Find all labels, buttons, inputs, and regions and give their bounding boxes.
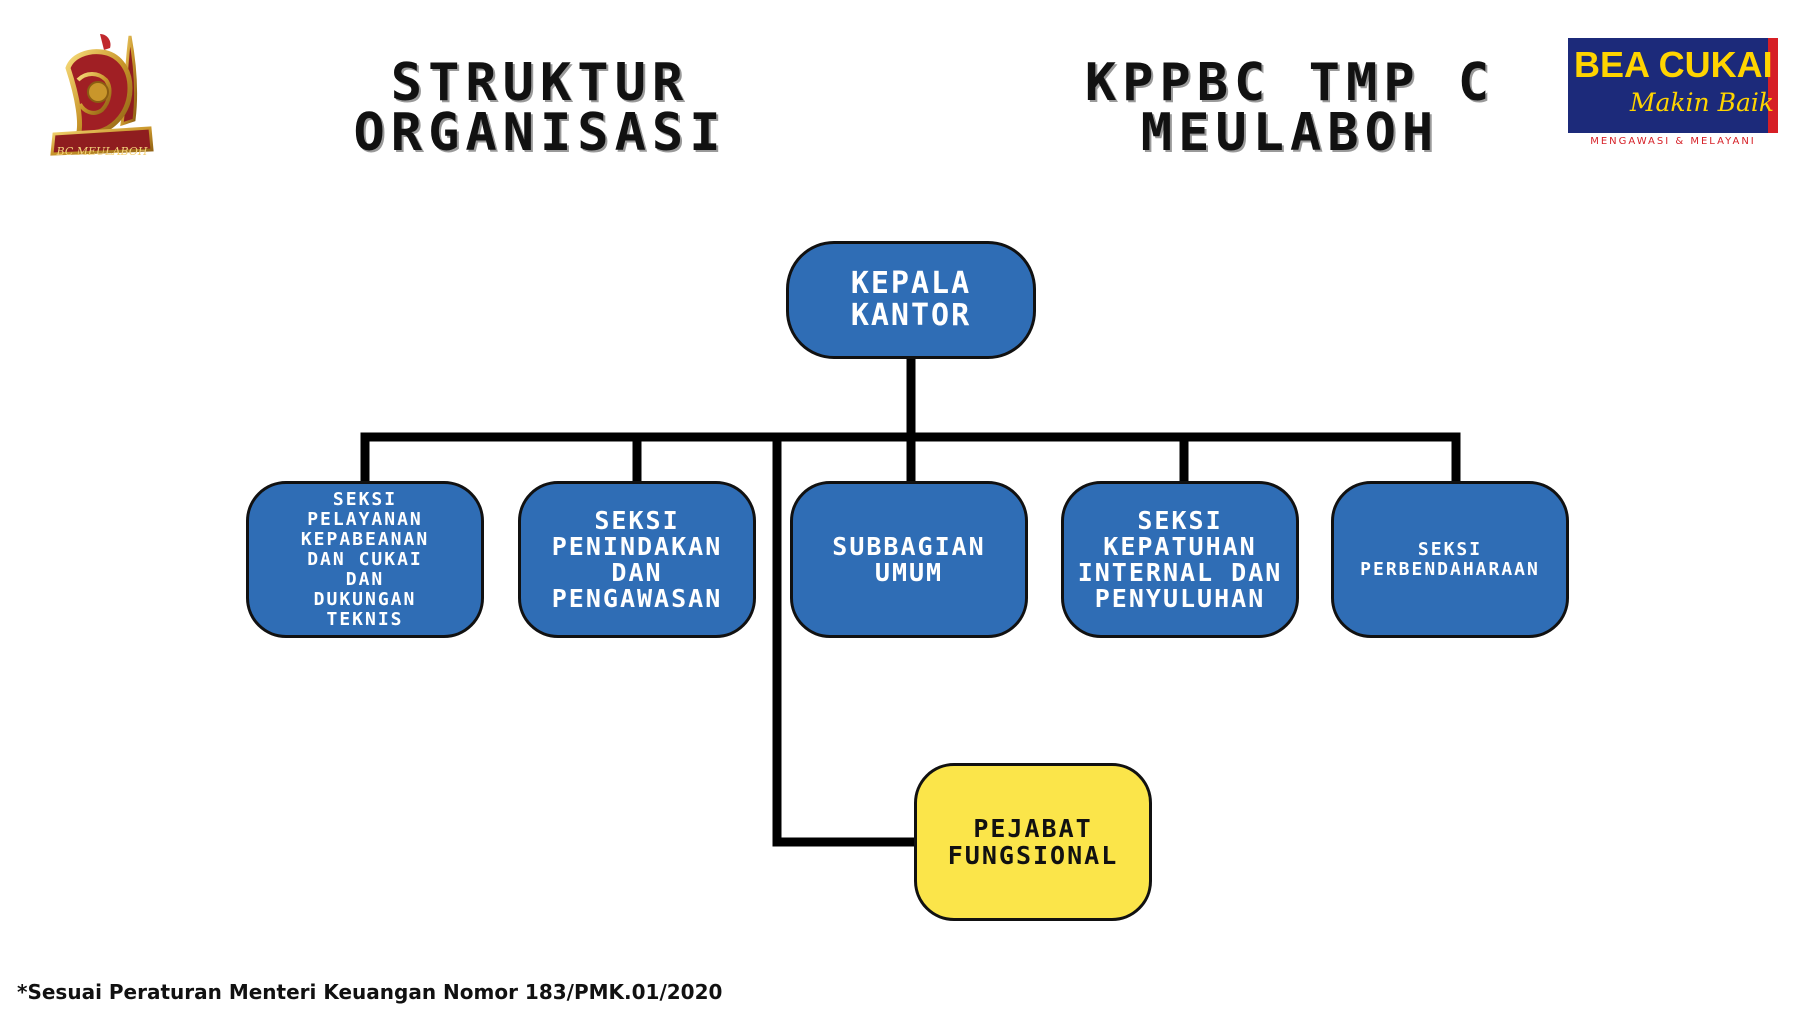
brand-background bbox=[1568, 38, 1768, 133]
title-left-line-2: ORGANISASI bbox=[353, 103, 727, 163]
title-right-line-2: MEULABOH bbox=[1140, 103, 1440, 163]
page-title-left: STRUKTUR ORGANISASI bbox=[340, 53, 740, 163]
page-title-right: KPPBC TMP C MEULABOH bbox=[1060, 53, 1520, 163]
node-seksi-pelayanan: SEKSI PELAYANAN KEPABEANAN DAN CUKAI DAN… bbox=[246, 481, 484, 638]
bc-meulaboh-emblem-icon bbox=[50, 34, 154, 156]
node-seksi-kepatuhan: SEKSI KEPATUHAN INTERNAL DAN PENYULUHAN bbox=[1061, 481, 1299, 638]
node-subbagian-umum: SUBBAGIAN UMUM bbox=[790, 481, 1028, 638]
brand-name: BEA CUKAI bbox=[1574, 44, 1773, 85]
brand-tagline: Makin Baik bbox=[1629, 88, 1774, 117]
brand-motto: MENGAWASI & MELAYANI bbox=[1590, 136, 1756, 147]
node-seksi-perbendaharaan: SEKSI PERBENDAHARAAN bbox=[1331, 481, 1569, 638]
brand-red-strip bbox=[1768, 38, 1778, 133]
bc-meulaboh-logo: BC MEULABOH bbox=[38, 28, 166, 164]
node-seksi-penindakan: SEKSI PENINDAKAN DAN PENGAWASAN bbox=[518, 481, 756, 638]
title-right-line-1: KPPBC TMP C bbox=[1084, 53, 1496, 113]
node-kepala-kantor: KEPALA KANTOR bbox=[786, 241, 1036, 359]
logo-left-text: BC MEULABOH bbox=[56, 145, 148, 158]
bea-cukai-logo: BEA CUKAI Makin Baik MENGAWASI & MELAYAN… bbox=[1568, 38, 1786, 150]
footnote: *Sesuai Peraturan Menteri Keuangan Nomor… bbox=[17, 980, 723, 1004]
node-pejabat-fungsional: PEJABAT FUNGSIONAL bbox=[914, 763, 1152, 921]
title-left-line-1: STRUKTUR bbox=[390, 53, 690, 113]
